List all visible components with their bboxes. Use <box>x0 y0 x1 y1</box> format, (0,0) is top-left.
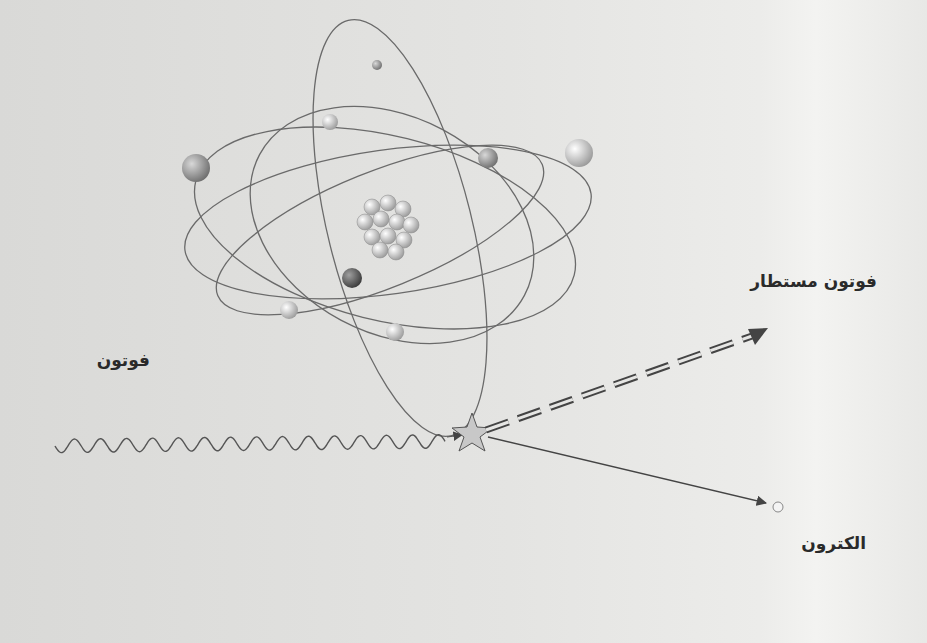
photon-wave <box>55 435 445 453</box>
photon-label: فوتون <box>97 350 150 370</box>
electron-path <box>488 437 783 512</box>
scattered-photon-label: فوتون مستطار <box>750 271 877 291</box>
electrons <box>182 60 593 341</box>
electron-label: الكترون <box>801 533 866 553</box>
scattered-photon-arrow <box>486 328 768 430</box>
nucleus <box>357 195 419 260</box>
collision-star <box>452 413 492 451</box>
orbits <box>174 3 601 453</box>
photon-arrow <box>447 435 462 437</box>
